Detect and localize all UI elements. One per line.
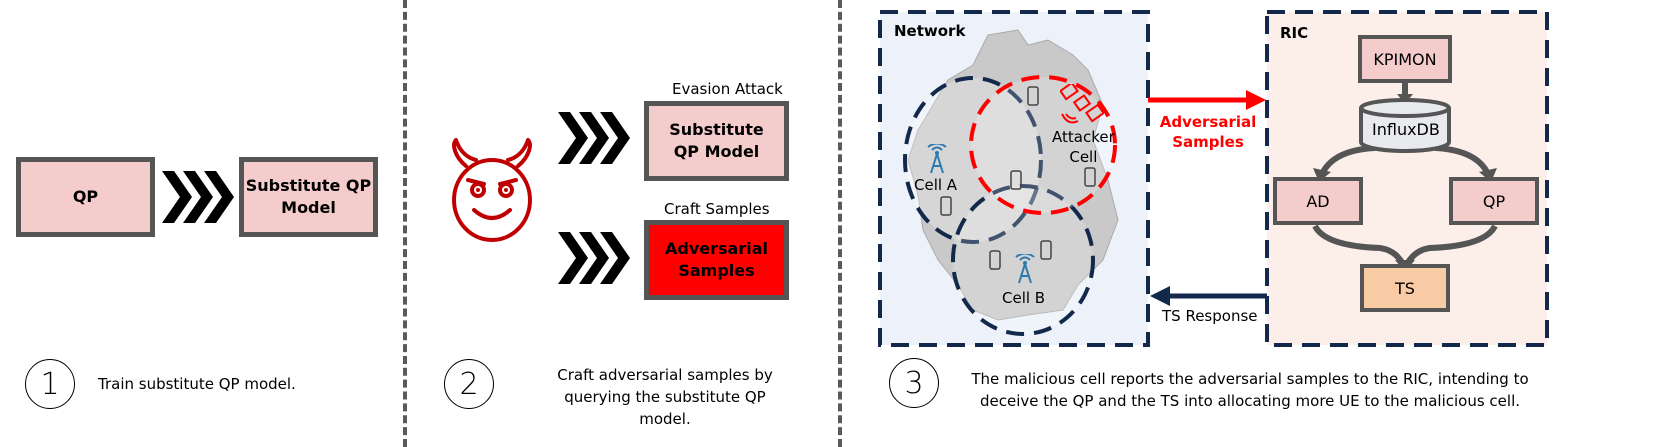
kpimon-label: KPIMON <box>1373 49 1437 69</box>
qp-label: QP <box>72 187 99 207</box>
step-2-caption-line2: querying the substitute QP model. <box>564 387 766 428</box>
panel-divider-2 <box>838 0 842 447</box>
network-title: Network <box>894 22 966 40</box>
step-number-2-text: 2 <box>459 366 479 402</box>
step-number-3-text: 3 <box>904 365 924 401</box>
adversarial-samples-arrow <box>1148 90 1266 110</box>
substitute-label-line1: Substitute <box>669 120 764 140</box>
attacker-cell-label: Attacker Cell <box>1052 128 1115 167</box>
step-2-caption-line1: Craft adversarial samples by <box>557 366 773 384</box>
step-3-caption-line1: The malicious cell reports the adversari… <box>971 370 1529 388</box>
phone-icon <box>1027 86 1039 106</box>
step-number-3: 3 <box>889 358 939 408</box>
phone-icon <box>1010 170 1022 190</box>
qp-ric-box: QP <box>1449 177 1539 225</box>
adversarial-samples-arrow-label: Adversarial Samples <box>1158 112 1258 153</box>
ad-label: AD <box>1306 191 1330 211</box>
phone-icon <box>1084 167 1096 187</box>
step-number-2: 2 <box>444 359 494 409</box>
substitute-label-line2: Model <box>281 198 336 217</box>
substitute-qp-model-box: Substitute QP Model <box>239 157 378 237</box>
ric-title: RIC <box>1280 24 1309 42</box>
cell-a-label: Cell A <box>914 176 958 194</box>
influxdb-label: InfluxDB <box>1372 120 1440 139</box>
chevron-arrow-icon <box>162 171 234 223</box>
panel-divider-1 <box>403 0 407 447</box>
step-3-caption: The malicious cell reports the adversari… <box>960 369 1540 413</box>
satellite-icon <box>1060 84 1104 124</box>
chevron-arrow-icon-top <box>558 112 630 164</box>
cell-b-label: Cell B <box>1002 289 1046 307</box>
step-3-caption-line2: deceive the QP and the TS into allocatin… <box>979 391 1521 410</box>
step-number-1: 1 <box>25 359 75 409</box>
step-number-1-text: 1 <box>40 366 60 402</box>
adversarial-line2: Samples <box>678 261 755 280</box>
substitute-label-line1: Substitute QP <box>245 176 372 196</box>
database-icon <box>1359 98 1451 153</box>
devil-icon <box>452 138 532 242</box>
phone-icon <box>989 250 1001 270</box>
ts-label: TS <box>1395 278 1415 298</box>
adv-arrow-line2: Samples <box>1172 133 1244 152</box>
ts-box: TS <box>1360 264 1450 312</box>
phone-icon <box>940 196 952 216</box>
attacker-line2: Cell <box>1069 147 1098 166</box>
qp-ric-label: QP <box>1482 191 1506 211</box>
adversarial-line1: Adversarial <box>665 239 768 259</box>
network-map <box>878 10 1150 347</box>
kpimon-box: KPIMON <box>1358 35 1452 83</box>
step-2-caption: Craft adversarial samples by querying th… <box>540 365 790 430</box>
ts-response-arrow <box>1150 286 1268 306</box>
evasion-attack-title: Evasion Attack <box>672 80 783 98</box>
phone-icon <box>1040 240 1052 260</box>
substitute-label-line2: QP Model <box>673 142 760 161</box>
chevron-arrow-icon-bottom <box>558 232 630 284</box>
ts-response-label: TS Response <box>1162 307 1258 325</box>
craft-samples-title: Craft Samples <box>664 200 770 218</box>
ad-box: AD <box>1273 177 1363 225</box>
attacker-line1: Attacker <box>1052 128 1115 146</box>
cell-tower-icon-a <box>927 144 947 174</box>
cell-tower-icon-b <box>1015 254 1035 284</box>
qp-box: QP <box>16 157 155 237</box>
adversarial-samples-box: Adversarial Samples <box>644 220 789 300</box>
adv-arrow-line1: Adversarial <box>1159 113 1257 131</box>
step-1-caption: Train substitute QP model. <box>98 375 296 393</box>
substitute-qp-model-box-2: Substitute QP Model <box>644 101 789 181</box>
